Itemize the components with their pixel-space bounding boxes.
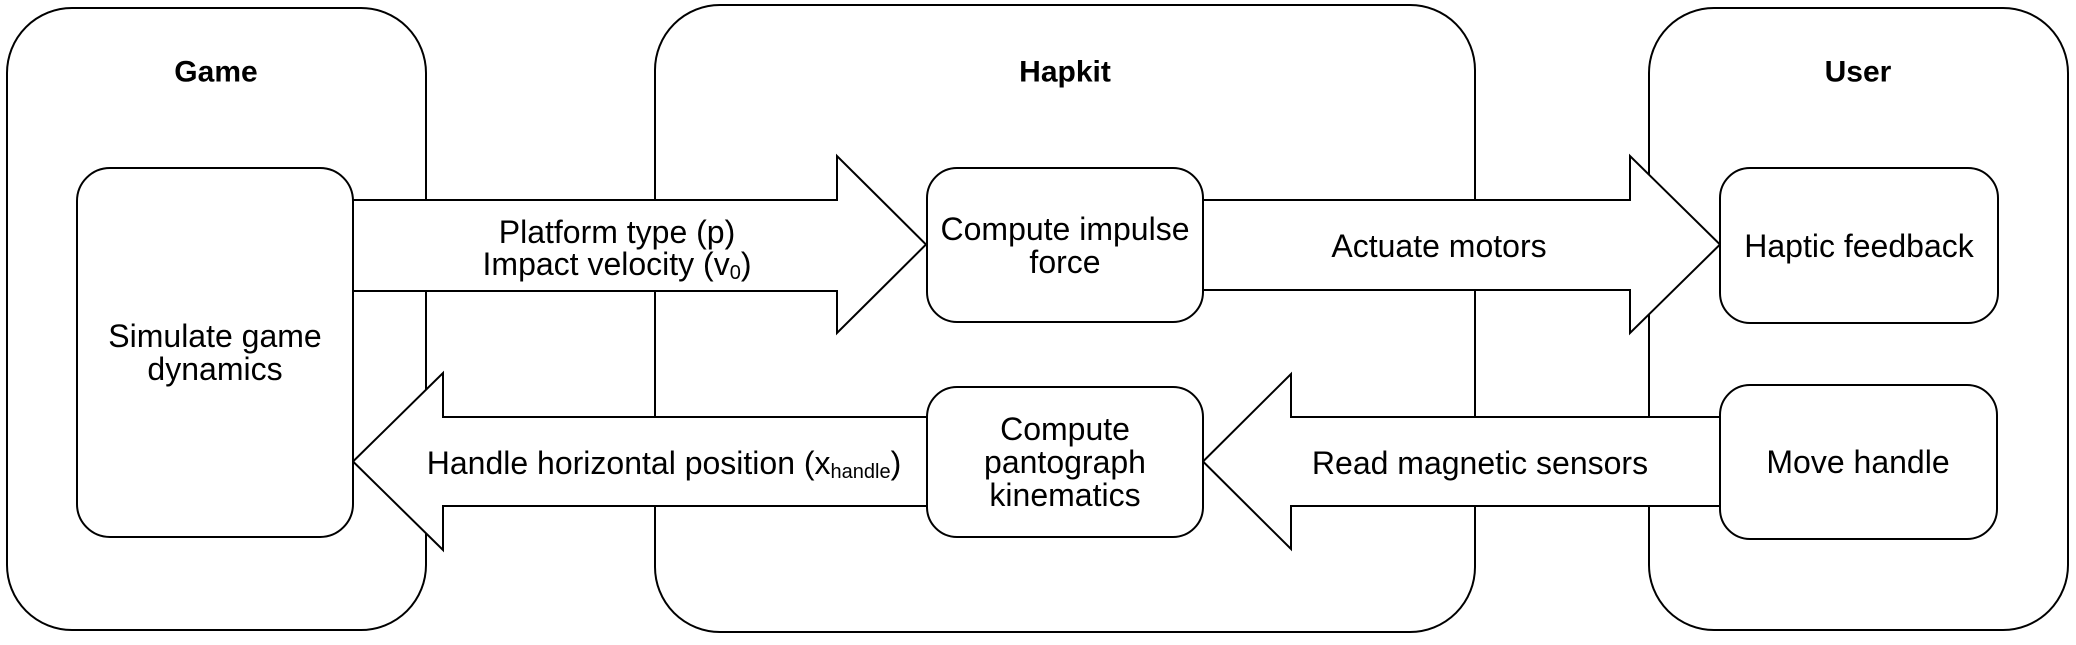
- box-haptic-feedback: [1719, 167, 1999, 324]
- arrow-handle-label: Handle horizontal position (xhandle): [427, 445, 902, 483]
- arrow-actuate-label: Actuate motors: [1331, 228, 1546, 264]
- box-pantograph-label-line2: pantograph: [984, 444, 1146, 480]
- arrow-platform-right: [352, 153, 928, 336]
- arrow-handle-left: [351, 370, 928, 553]
- box-impulse-label-line2: force: [1029, 244, 1100, 280]
- arrow-platform-label-line2: Impact velocity (v0): [483, 246, 752, 284]
- box-simulate-label-line2: dynamics: [147, 351, 282, 387]
- arrow-actuate-right: [1202, 153, 1722, 336]
- arrow-platform-label-line1: Platform type (p): [499, 214, 736, 250]
- arrow-handle-label-subscript: handle: [831, 461, 891, 483]
- arrow-handle-label-end: ): [891, 445, 902, 481]
- arrow-platform-label-line2-end: ): [741, 246, 752, 282]
- arrow-platform-label-line2-subscript: 0: [730, 262, 741, 284]
- arrow-handle-label-main: Handle horizontal position (x: [427, 445, 831, 481]
- box-compute-impulse-force: [926, 167, 1204, 323]
- box-move-label: Move handle: [1766, 444, 1949, 480]
- box-simulate-label-line1: Simulate game: [108, 318, 321, 354]
- arrow-read-left: [1201, 371, 1721, 552]
- box-impulse-label-line1: Compute impulse: [941, 211, 1190, 247]
- container-game-title: Game: [174, 56, 257, 89]
- box-simulate-game-dynamics: [76, 167, 354, 538]
- arrow-platform-label-line2-main: Impact velocity (v: [483, 246, 730, 282]
- box-compute-pantograph-kinematics: [926, 386, 1204, 538]
- box-pantograph-label-line1: Compute: [1000, 411, 1130, 447]
- container-hapkit-title: Hapkit: [1019, 56, 1111, 89]
- container-user-title: User: [1825, 56, 1892, 89]
- box-move-handle: [1719, 384, 1998, 540]
- arrow-read-label: Read magnetic sensors: [1312, 445, 1648, 481]
- box-haptic-label: Haptic feedback: [1744, 228, 1974, 264]
- box-pantograph-label-line3: kinematics: [989, 477, 1140, 513]
